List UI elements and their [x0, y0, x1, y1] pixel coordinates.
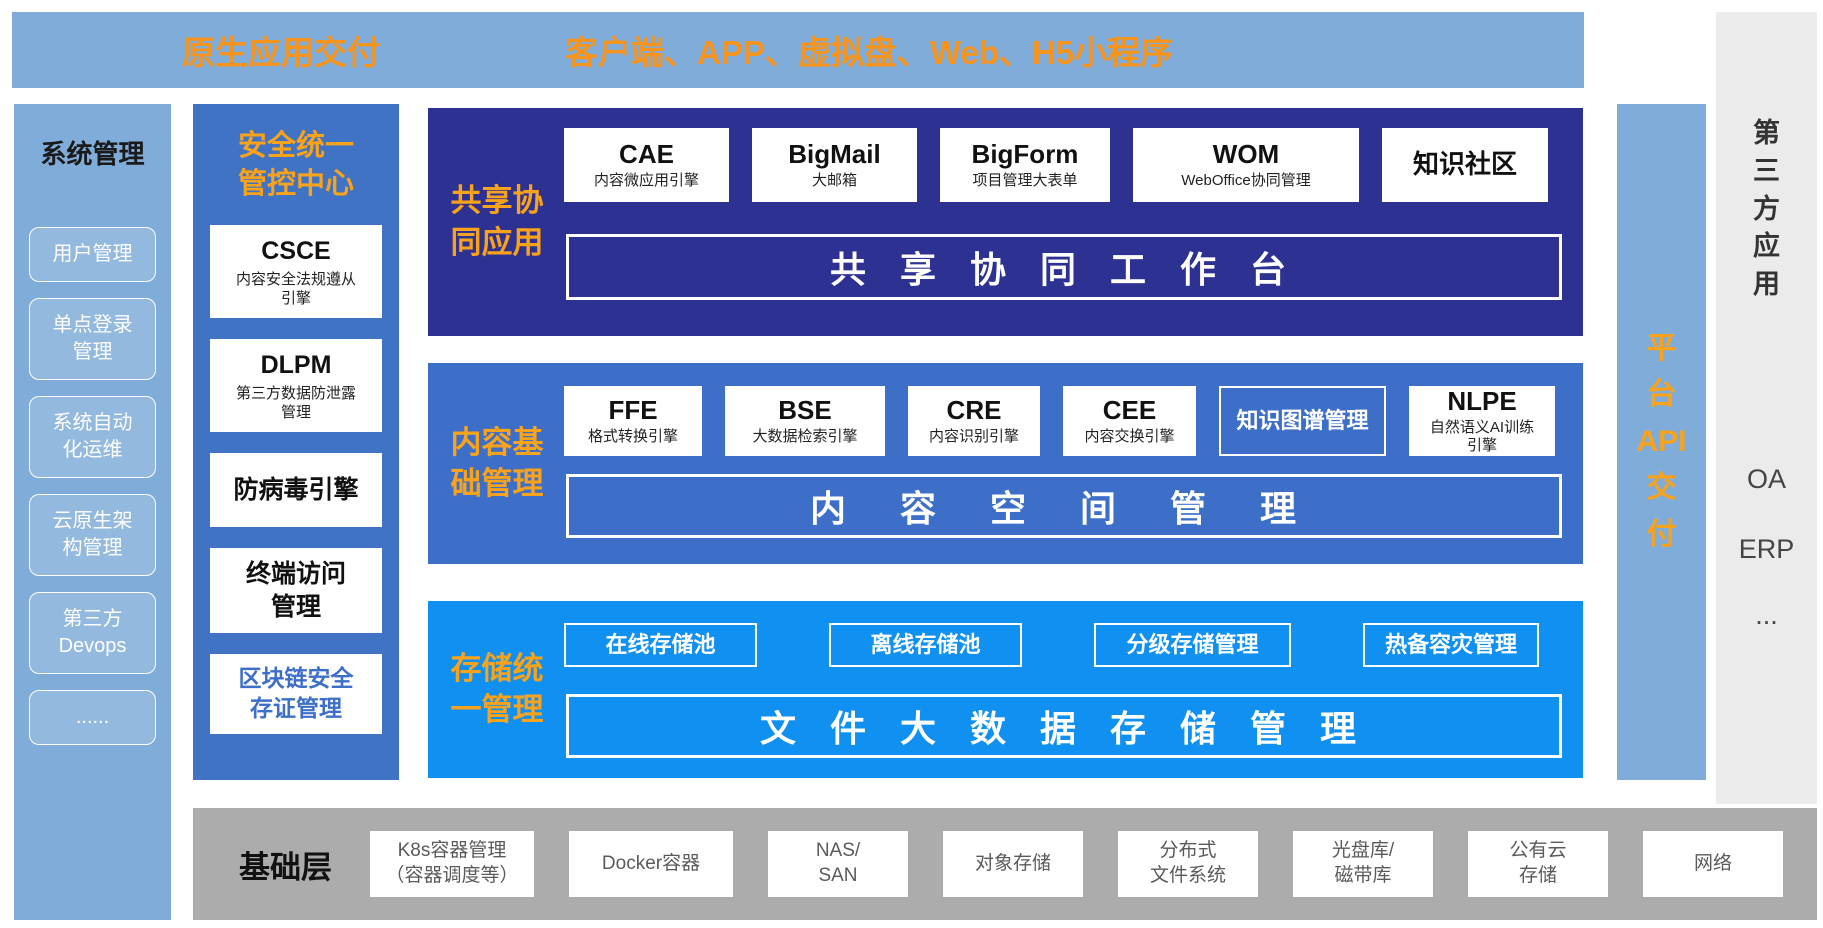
app-delivery-banner: 原生应用交付 客户端、APP、虚拟盘、Web、H5小程序	[12, 12, 1584, 88]
sidebar-item-cloud-native-arch: 云原生架 构管理	[29, 494, 156, 576]
storage-management-panel: 存储统 一管理 在线存储池 离线存储池 分级存储管理 热备容灾管理 文 件 大 …	[428, 601, 1583, 778]
infra-item-public-cloud-storage: 公有云 存储	[1468, 831, 1608, 897]
file-bigdata-storage-bar: 文 件 大 数 据 存 储 管 理	[566, 694, 1562, 758]
module-name: DLPM	[260, 351, 332, 380]
module-name: 终端访问 管理	[245, 560, 346, 621]
module-name: BSE	[778, 394, 832, 425]
third-party-item-more: ...	[1755, 600, 1778, 630]
third-party-item-oa: OA	[1746, 464, 1786, 494]
module-name: BigForm	[971, 138, 1079, 169]
module-hot-backup-dr: 热备容灾管理	[1363, 623, 1539, 667]
system-management-title: 系统管理	[40, 139, 145, 169]
infrastructure-label: 基础层	[239, 849, 332, 885]
security-modules: CSCE 内容安全法规遵从 引擎 DLPM 第三方数据防泄露 管理 防病毒引擎 …	[210, 225, 382, 735]
module-online-storage-pool: 在线存储池	[564, 623, 757, 667]
storage-modules-row: 在线存储池 离线存储池 分级存储管理 热备容灾管理	[564, 623, 1539, 667]
module-name: CAE	[619, 138, 674, 169]
sidebar-item-automation-ops: 系统自动 化运维	[29, 396, 156, 478]
module-name: 防病毒引擎	[233, 476, 359, 505]
infra-item-distributed-fs: 分布式 文件系统	[1118, 831, 1258, 897]
module-offline-storage-pool: 离线存储池	[829, 623, 1022, 667]
module-blockchain-attestation: 区块链安全 存证管理	[210, 654, 382, 735]
module-knowledge-graph: 知识图谱管理	[1219, 386, 1386, 456]
infra-item-object-storage: 对象存储	[943, 831, 1083, 897]
module-name: NLPE	[1447, 385, 1517, 416]
content-modules-row: FFE 格式转换引擎 BSE 大数据检索引擎 CRE 内容识别引擎 CEE 内容…	[564, 386, 1555, 456]
module-cae: CAE 内容微应用引擎	[564, 128, 729, 202]
module-name: BigMail	[788, 138, 881, 169]
module-name: WOM	[1212, 138, 1280, 169]
module-name: 区块链安全 存证管理	[238, 665, 354, 722]
third-party-apps-panel: 第 三 方 应 用 OA ERP ...	[1716, 12, 1817, 804]
security-control-center-title: 安全统一 管控中心	[237, 130, 354, 200]
module-cee: CEE 内容交换引擎	[1063, 386, 1196, 456]
infra-item-network: 网络	[1643, 831, 1783, 897]
module-dlpm: DLPM 第三方数据防泄露 管理	[210, 339, 382, 433]
native-app-delivery-label: 原生应用交付	[182, 34, 380, 71]
security-control-center-panel: 安全统一 管控中心 CSCE 内容安全法规遵从 引擎 DLPM 第三方数据防泄露…	[193, 104, 399, 780]
module-antivirus-engine: 防病毒引擎	[210, 453, 382, 528]
content-management-panel: 内容基 础管理 FFE 格式转换引擎 BSE 大数据检索引擎 CRE 内容识别引…	[428, 363, 1583, 564]
infra-item-k8s: K8s容器管理 （容器调度等）	[370, 831, 534, 897]
module-name: 分级存储管理	[1126, 632, 1259, 658]
delivery-channels-label: 客户端、APP、虚拟盘、Web、H5小程序	[565, 34, 1174, 71]
infrastructure-items: K8s容器管理 （容器调度等） Docker容器 NAS/ SAN 对象存储 分…	[370, 831, 1783, 897]
module-desc: 内容交换引擎	[1084, 428, 1175, 446]
infrastructure-layer-bar: 基础层 K8s容器管理 （容器调度等） Docker容器 NAS/ SAN 对象…	[193, 808, 1817, 920]
module-name: CEE	[1102, 394, 1157, 425]
sidebar-item-more: ......	[29, 690, 156, 745]
module-desc: 项目管理大表单	[972, 172, 1078, 190]
sidebar-item-user-management: 用户管理	[29, 227, 156, 282]
module-cre: CRE 内容识别引擎	[908, 386, 1040, 456]
third-party-apps-title: 第 三 方 应 用	[1753, 118, 1780, 300]
shared-collaboration-workbench-bar: 共 享 协 同 工 作 台	[566, 234, 1562, 300]
shared-collaboration-panel: 共享协 同应用 CAE 内容微应用引擎 BigMail 大邮箱 BigForm …	[428, 108, 1583, 336]
module-desc: 格式转换引擎	[587, 428, 678, 446]
module-name: 热备容灾管理	[1384, 632, 1517, 658]
shared-collaboration-label: 共享协 同应用	[450, 183, 544, 260]
module-csce: CSCE 内容安全法规遵从 引擎	[210, 225, 382, 319]
third-party-item-erp: ERP	[1738, 534, 1795, 564]
module-bigmail: BigMail 大邮箱	[752, 128, 917, 202]
module-name: 知识社区	[1412, 149, 1517, 180]
platform-api-panel: 平 台 API 交 付	[1617, 104, 1706, 780]
module-desc: 内容微应用引擎	[593, 172, 699, 190]
module-ffe: FFE 格式转换引擎	[564, 386, 702, 456]
content-management-label: 内容基 础管理	[450, 424, 544, 502]
system-management-panel: 系统管理 用户管理 单点登录 管理 系统自动 化运维 云原生架 构管理 第三方 …	[14, 104, 171, 920]
platform-api-label: 平 台 API 交 付	[1636, 331, 1687, 551]
content-space-management-bar: 内 容 空 间 管 理	[566, 474, 1562, 538]
sidebar-item-sso-management: 单点登录 管理	[29, 298, 156, 380]
module-nlpe: NLPE 自然语义AI训练 引擎	[1409, 386, 1555, 456]
module-name: CRE	[946, 394, 1002, 425]
module-name: 知识图谱管理	[1236, 408, 1369, 434]
module-desc: 大数据检索引擎	[752, 428, 858, 446]
module-name: 在线存储池	[605, 632, 716, 658]
infra-item-nas-san: NAS/ SAN	[768, 831, 908, 897]
infra-item-optical-tape-library: 光盘库/ 磁带库	[1293, 831, 1433, 897]
module-desc: 内容识别引擎	[928, 428, 1019, 446]
module-bigform: BigForm 项目管理大表单	[940, 128, 1110, 202]
module-desc: WebOffice协同管理	[1181, 172, 1311, 190]
sidebar-item-third-party-devops: 第三方 Devops	[29, 592, 156, 674]
module-wom: WOM WebOffice协同管理	[1133, 128, 1359, 202]
module-desc: 大邮箱	[811, 172, 857, 190]
module-knowledge-community: 知识社区	[1382, 128, 1548, 202]
module-desc: 自然语义AI训练 引擎	[1429, 419, 1535, 455]
collab-modules-row: CAE 内容微应用引擎 BigMail 大邮箱 BigForm 项目管理大表单 …	[564, 128, 1548, 202]
infra-item-docker: Docker容器	[569, 831, 733, 897]
module-name: CSCE	[261, 237, 331, 266]
module-tiered-storage: 分级存储管理	[1094, 623, 1291, 667]
module-bse: BSE 大数据检索引擎	[725, 386, 885, 456]
storage-management-label: 存储统 一管理	[450, 650, 544, 728]
module-name: FFE	[608, 394, 658, 425]
system-management-items: 用户管理 单点登录 管理 系统自动 化运维 云原生架 构管理 第三方 Devop…	[29, 227, 156, 745]
module-name: 离线存储池	[870, 632, 981, 658]
module-desc: 第三方数据防泄露 管理	[235, 384, 356, 421]
module-terminal-access: 终端访问 管理	[210, 548, 382, 634]
module-desc: 内容安全法规遵从 引擎	[235, 270, 356, 307]
